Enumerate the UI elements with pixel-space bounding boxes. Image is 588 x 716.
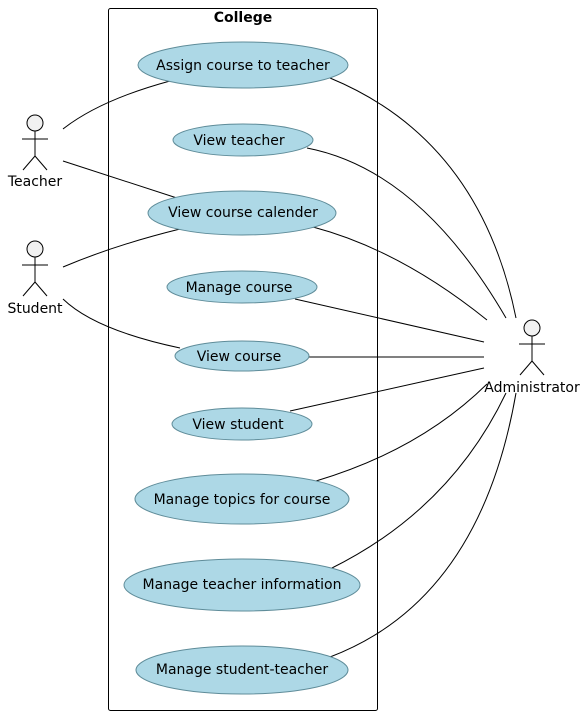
association-administrator-manage-topics-for-course — [315, 383, 488, 482]
association-teacher-assign-course-to-teacher — [62, 80, 171, 130]
use-case-ellipse — [123, 558, 361, 612]
use-case-ellipse — [134, 473, 350, 525]
use-case-label: Manage course — [186, 280, 293, 296]
association-administrator-assign-course-to-teacher — [329, 77, 517, 319]
actor-figure-icon — [22, 240, 48, 297]
association-administrator-manage-student-teacher — [329, 392, 517, 658]
use-case-label: View course calender — [168, 205, 318, 221]
actor-teacher: Teacher — [7, 114, 63, 190]
use-case-view-course-calender: View course calender — [147, 190, 337, 236]
use-case-manage-topics-for-course: Manage topics for course — [134, 473, 350, 525]
system-boundary: College — [108, 8, 378, 711]
use-case-label: View teacher — [193, 133, 285, 149]
actor-label: Administrator — [484, 380, 580, 396]
actor-figure-icon — [22, 114, 48, 171]
use-case-ellipse — [174, 340, 310, 372]
use-case-manage-course: Manage course — [166, 270, 318, 304]
use-case-ellipse — [172, 123, 314, 157]
actor-administrator: Administrator — [484, 319, 580, 396]
actor-figure-icon — [519, 319, 545, 376]
association-student-view-course-calender — [62, 228, 181, 268]
use-cases: Assign course to teacher View teacher Vi… — [123, 41, 361, 695]
association-administrator-view-student — [289, 367, 485, 412]
use-case-manage-student-teacher: Manage student-teacher — [135, 645, 349, 695]
use-case-view-teacher: View teacher — [172, 123, 314, 157]
use-case-ellipse — [147, 190, 337, 236]
association-teacher-view-course-calender — [62, 160, 181, 200]
use-case-manage-teacher-information: Manage teacher information — [123, 558, 361, 612]
actor-label: Student — [7, 301, 63, 317]
association-administrator-manage-course — [294, 298, 485, 343]
association-administrator-view-teacher — [306, 147, 507, 319]
use-case-ellipse — [171, 407, 313, 441]
association-administrator-manage-teacher-information — [329, 392, 507, 570]
actor-student: Student — [7, 240, 63, 317]
use-case-label: Manage topics for course — [154, 492, 331, 508]
system-boundary-box — [108, 8, 378, 711]
use-case-view-student: View student — [171, 407, 313, 441]
use-case-ellipse — [135, 645, 349, 695]
use-case-label: View student — [192, 417, 284, 433]
associations — [62, 77, 517, 658]
use-case-label: Assign course to teacher — [156, 58, 330, 74]
association-student-view-course — [62, 298, 181, 349]
use-case-label: View course — [197, 349, 281, 365]
use-case-assign-course-to-teacher: Assign course to teacher — [137, 41, 349, 89]
use-case-label: Manage teacher information — [143, 577, 342, 593]
use-case-ellipse — [137, 41, 349, 89]
system-title: College — [214, 10, 273, 26]
actor-label: Teacher — [7, 174, 63, 190]
use-case-view-course: View course — [174, 340, 310, 372]
use-case-label: Manage student-teacher — [156, 662, 328, 678]
association-administrator-view-course-calender — [312, 226, 488, 321]
use-case-ellipse — [166, 270, 318, 304]
